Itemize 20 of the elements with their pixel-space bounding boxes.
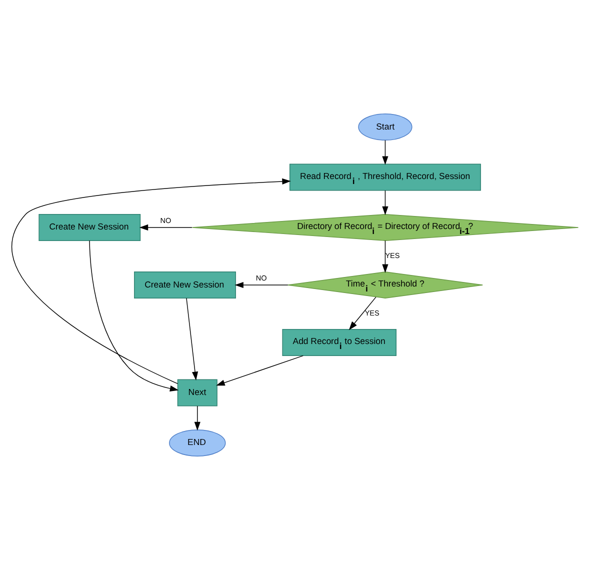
arrow <box>348 296 376 330</box>
arrow <box>194 405 200 430</box>
edge-label: YES <box>364 308 380 318</box>
edge-label: NO <box>160 216 172 225</box>
node-ellipse: Start <box>358 113 412 140</box>
arrow <box>382 139 388 164</box>
node-box: Create New Session <box>38 214 141 240</box>
arrow <box>186 297 198 380</box>
arrow <box>234 281 288 288</box>
node-ellipse: END <box>169 429 226 456</box>
arrow <box>89 240 179 392</box>
node-box: Create New Session <box>134 271 236 298</box>
node-box: Next <box>177 378 218 406</box>
arrow <box>216 354 304 386</box>
edge-label: NO <box>256 273 267 282</box>
edge-label: YES <box>385 250 400 260</box>
arrow <box>11 178 291 384</box>
arrow <box>382 190 388 215</box>
arrow <box>139 224 192 230</box>
arrow <box>382 240 388 272</box>
